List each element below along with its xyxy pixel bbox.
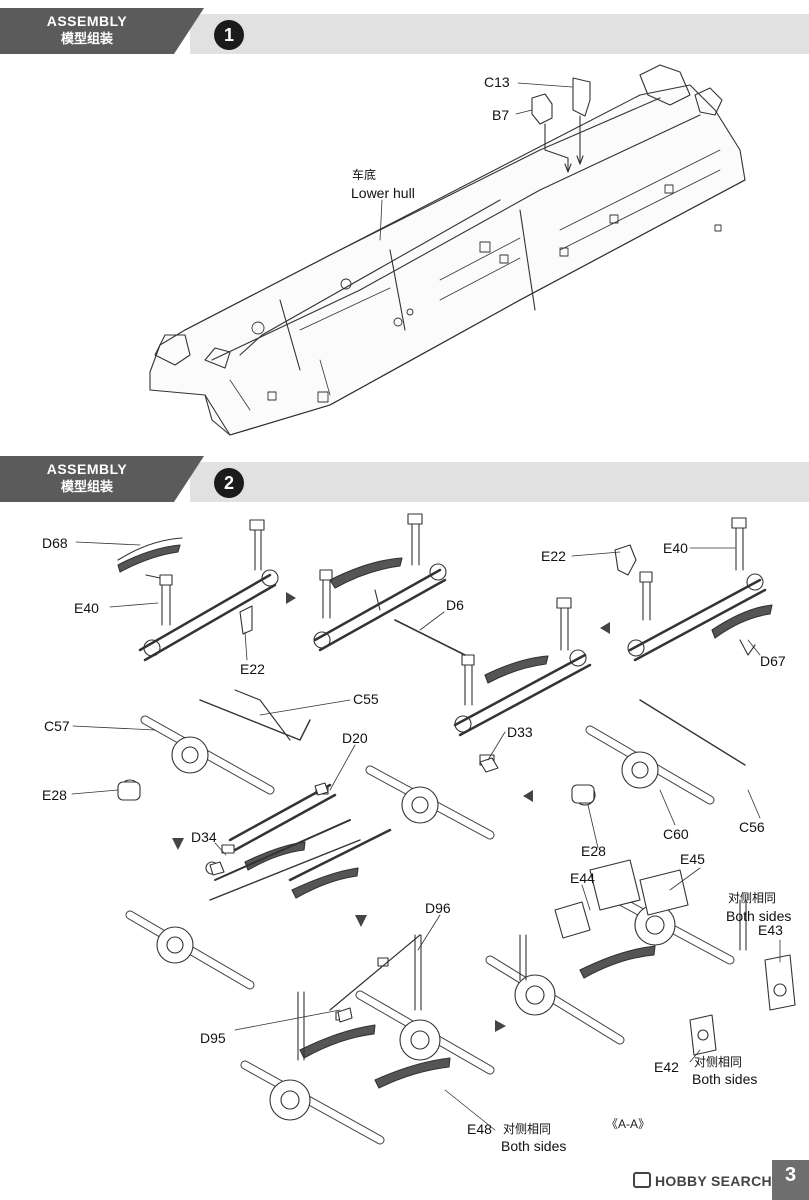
step-1-number: 1 (214, 20, 244, 50)
section-a-a-mark: 《A-A》 (606, 1117, 651, 1131)
label-both-sides-1: Both sides (726, 908, 792, 924)
assembled-unit-bottom-right (485, 859, 796, 1056)
step-1-banner: ASSEMBLY 模型组装 1 (0, 8, 809, 54)
step-2-title-cn: 模型组装 (60, 479, 113, 494)
suspension-unit-top-middle (313, 513, 466, 656)
step-1-tag: ASSEMBLY 模型组装 (0, 8, 174, 54)
leader-lines (71, 541, 781, 1131)
suspension-unit-top-left (117, 519, 279, 662)
label-d95: D95 (200, 1030, 226, 1046)
step-1-title-cn: 模型组装 (60, 31, 113, 46)
lower-hull-drawing (149, 64, 746, 436)
label-c55: C55 (353, 691, 379, 707)
label-both-sides-3-cn: 对侧相同 (503, 1122, 552, 1136)
double-axle-bottom-middle (240, 934, 495, 1145)
label-d33: D33 (507, 724, 533, 740)
label-c57: C57 (44, 718, 70, 734)
label-b7: B7 (492, 107, 510, 123)
step-2-banner: ASSEMBLY 模型组装 2 (0, 456, 809, 502)
label-d6: D6 (446, 597, 464, 613)
suspension-unit-center (453, 597, 592, 737)
label-d96: D96 (425, 900, 451, 916)
label-e40-left: E40 (74, 600, 99, 616)
step-1-bar (190, 14, 809, 54)
label-e44: E44 (570, 870, 595, 886)
suspension-unit-top-right (614, 517, 773, 662)
label-c56: C56 (739, 819, 765, 835)
step-2-title-en: ASSEMBLY (46, 461, 128, 477)
loose-parts (117, 757, 595, 1023)
label-e28-left: E28 (42, 787, 67, 803)
label-e42: E42 (654, 1059, 679, 1075)
label-lower-hull: Lower hull (351, 185, 415, 201)
label-both-sides-1-cn: 对侧相同 (728, 891, 777, 905)
label-e43: E43 (758, 922, 783, 938)
step-2-bar (190, 462, 809, 502)
axle-group-bottom-left (125, 819, 361, 990)
watermark: HOBBY SEARCH (633, 1172, 772, 1189)
camera-icon (633, 1172, 651, 1188)
step-1-title-en: ASSEMBLY (46, 13, 128, 29)
page-number: 3 (772, 1160, 809, 1200)
label-both-sides-3: Both sides (501, 1138, 567, 1154)
label-d20: D20 (342, 730, 368, 746)
label-d67: D67 (760, 653, 786, 669)
label-c60: C60 (663, 826, 689, 842)
label-e45: E45 (680, 851, 705, 867)
label-e28-right: E28 (581, 843, 606, 859)
axle-assembly-right (574, 699, 746, 806)
axle-assembly-left (119, 689, 311, 801)
step-2-tag: ASSEMBLY 模型组装 (0, 456, 174, 502)
label-both-sides-2-cn: 对侧相同 (694, 1055, 743, 1069)
label-e48: E48 (467, 1121, 492, 1137)
label-c13: C13 (484, 74, 510, 90)
label-e22-right: E22 (541, 548, 566, 564)
label-d68: D68 (42, 535, 68, 551)
label-lower-hull-cn: 车底 (352, 168, 377, 182)
label-both-sides-2: Both sides (692, 1071, 758, 1087)
watermark-text: HOBBY SEARCH (655, 1173, 772, 1189)
label-e40-right: E40 (663, 540, 688, 556)
label-e22-left: E22 (240, 661, 265, 677)
rear-axle-group-middle (228, 754, 495, 899)
step-2-number: 2 (214, 468, 244, 498)
assembly-arrows (172, 592, 610, 1032)
label-d34: D34 (191, 829, 217, 845)
